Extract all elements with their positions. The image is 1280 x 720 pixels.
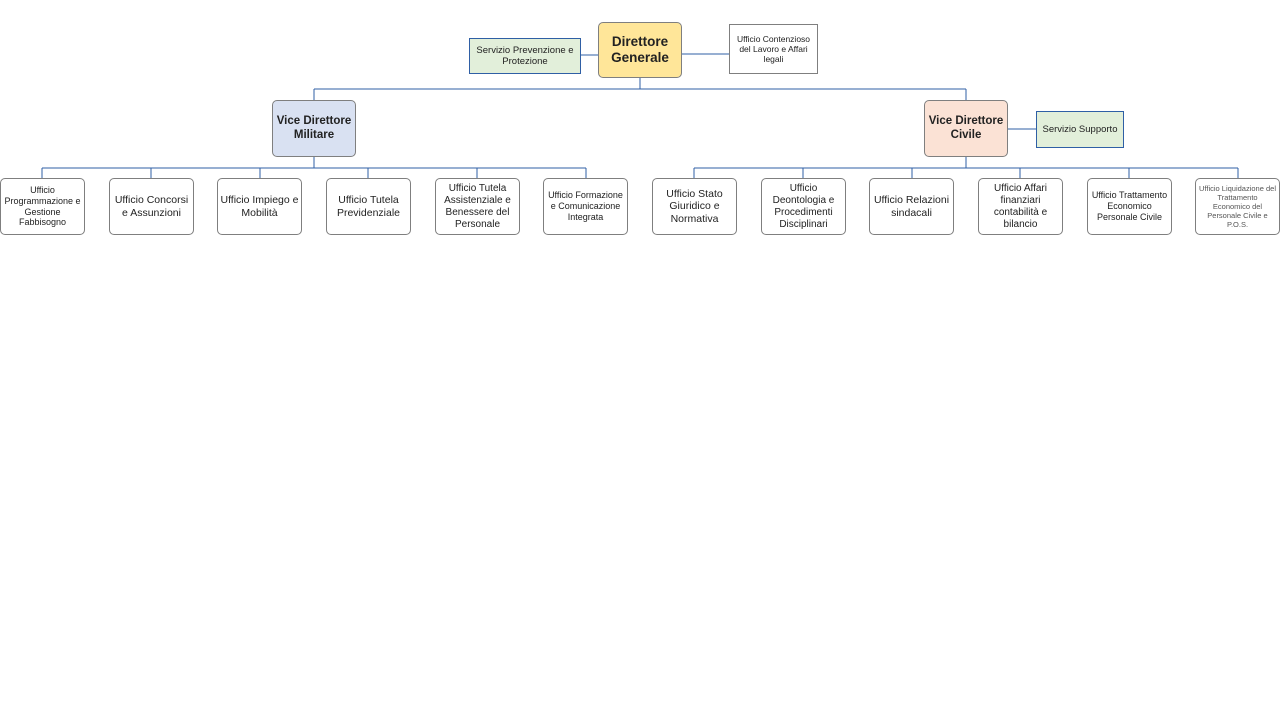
office-box: Ufficio Relazioni sindacali [869,178,954,235]
office-box: Ufficio Impiego e Mobilità [217,178,302,235]
office-box: Ufficio Tutela Previdenziale [326,178,411,235]
ufficio-contenzioso-box: Ufficio Contenzioso del Lavoro e Affari … [729,24,818,74]
office-label: Ufficio Deontologia e Procedimenti Disci… [772,182,835,230]
ufficio-contenzioso-label: Ufficio Contenzioso del Lavoro e Affari … [736,33,811,65]
office-label: Ufficio Formazione e Comunicazione Integ… [548,190,623,222]
office-box: Ufficio Tutela Assistenziale e Benessere… [435,178,520,235]
office-box: Ufficio Formazione e Comunicazione Integ… [543,178,628,235]
office-box: Ufficio Liquidazione del Trattamento Eco… [1195,178,1280,235]
office-label: Ufficio Tutela Previdenziale [336,193,401,219]
vice-direttore-militare-box: Vice Direttore Militare [272,100,356,157]
vice-direttore-civile-label: Vice Direttore Civile [928,114,1004,141]
vice-direttore-civile-box: Vice Direttore Civile [924,100,1008,157]
office-label: Ufficio Tutela Assistenziale e Benessere… [444,182,511,230]
office-label: Ufficio Impiego e Mobilità [220,193,299,219]
office-box: Ufficio Affari finanziari contabilità e … [978,178,1063,235]
direttore-generale-label: Direttore Generale [611,33,669,65]
office-box: Ufficio Stato Giuridico e Normativa [652,178,737,235]
office-label: Ufficio Liquidazione del Trattamento Eco… [1199,184,1276,229]
servizio-prevenzione-box: Servizio Prevenzione e Protezione [469,38,581,74]
office-box: Ufficio Deontologia e Procedimenti Disci… [761,178,846,235]
office-label: Ufficio Programmazione e Gestione Fabbis… [4,184,81,228]
office-label: Ufficio Stato Giuridico e Normativa [666,187,723,225]
office-box: Ufficio Concorsi e Assunzioni [109,178,194,235]
servizio-supporto-label: Servizio Supporto [1042,123,1118,135]
servizio-supporto-box: Servizio Supporto [1036,111,1124,148]
servizio-prevenzione-label: Servizio Prevenzione e Protezione [476,44,574,67]
office-box: Ufficio Trattamento Economico Personale … [1087,178,1172,235]
office-box: Ufficio Programmazione e Gestione Fabbis… [0,178,85,235]
vice-direttore-militare-label: Vice Direttore Militare [276,114,352,141]
office-label: Ufficio Concorsi e Assunzioni [114,193,189,219]
office-label: Ufficio Affari finanziari contabilità e … [993,182,1048,230]
office-label: Ufficio Trattamento Economico Personale … [1091,190,1168,222]
office-label: Ufficio Relazioni sindacali [873,193,950,219]
direttore-generale-box: Direttore Generale [598,22,682,78]
